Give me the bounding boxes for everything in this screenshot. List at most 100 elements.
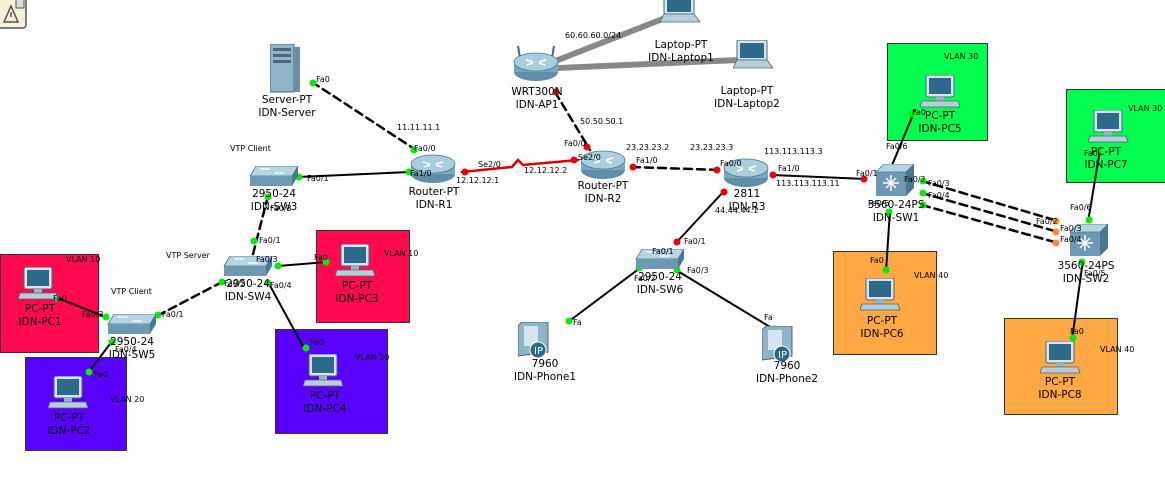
switch-icon[interactable] bbox=[106, 314, 158, 336]
ip-label-r2-r3: 23.23.23.2 bbox=[626, 143, 670, 152]
port-label-msw1-r2: Fa0/2 bbox=[904, 175, 926, 184]
zone-label-vlan30-b: VLAN 30 bbox=[1128, 104, 1163, 113]
ip-label-r3-r2: 23.23.23.3 bbox=[690, 143, 734, 152]
device-name-pc5: IDN-PC5 bbox=[918, 123, 962, 135]
link-sw3-r1 bbox=[297, 171, 411, 178]
device-type-server: Server-PT bbox=[261, 94, 313, 106]
device-name-pc4: IDN-PC4 bbox=[303, 403, 347, 415]
device-type-msw1: 3560-24PS bbox=[867, 199, 925, 211]
vtp-label-sw5: VTP Client bbox=[111, 287, 152, 296]
link-r3-sw6 bbox=[674, 189, 726, 245]
link-server-r1 bbox=[310, 80, 418, 152]
port-label-phone1: Fa bbox=[573, 318, 582, 327]
port-label-pc1: Fa0 bbox=[53, 294, 67, 303]
port-label-phone2: Fa bbox=[764, 313, 773, 322]
zone-label-vlan20-mid: VLAN 20 bbox=[355, 353, 390, 362]
port-label-msw2-l3: Fa0/3 bbox=[1060, 224, 1082, 233]
device-name-laptop1: IDN-Laptop1 bbox=[648, 52, 714, 64]
port-label-pc8: Fa0 bbox=[1070, 327, 1084, 336]
note-icon[interactable] bbox=[0, 0, 28, 30]
device-name-pc7: IDN-PC7 bbox=[1084, 159, 1128, 171]
device-name-sw6: IDN-SW6 bbox=[636, 284, 684, 296]
ip-label-r2-r1: 12.12.12.2 bbox=[524, 166, 568, 175]
device-name-phone2: IDN-Phone2 bbox=[755, 373, 819, 385]
pc-icon[interactable] bbox=[48, 376, 90, 410]
ip-label-r3-sw1b: 113.113.113.11 bbox=[776, 179, 840, 188]
pc-icon[interactable] bbox=[1040, 341, 1082, 375]
zone-label-vlan30-a: VLAN 30 bbox=[944, 52, 979, 61]
device-name-sw5: IDN-SW5 bbox=[108, 349, 156, 361]
laptop-icon[interactable] bbox=[733, 40, 775, 70]
port-label-pc5: Fa0 bbox=[912, 108, 926, 117]
device-name-pc8: IDN-PC8 bbox=[1038, 389, 1082, 401]
port-label-sw4-up: Fa0/1 bbox=[259, 236, 281, 245]
device-name-pc3: IDN-PC3 bbox=[335, 293, 379, 305]
port-label-r3-left: Fa0/0 bbox=[720, 159, 742, 168]
device-type-r2: Router-PT bbox=[577, 180, 629, 192]
laptop-icon[interactable] bbox=[660, 0, 702, 24]
link-r2-r3 bbox=[630, 165, 722, 172]
ip-phone-icon[interactable] bbox=[518, 322, 550, 358]
device-name-msw1: IDN-SW1 bbox=[872, 212, 920, 224]
device-type-r1: Router-PT bbox=[408, 186, 460, 198]
device-type-sw4: 2950-24 bbox=[226, 278, 270, 290]
link-ap-r2 bbox=[553, 90, 592, 152]
device-name-r3: IDN-R3 bbox=[728, 201, 766, 213]
ip-label-wifi: 60.60.60.0/24 bbox=[565, 31, 622, 40]
port-label-msw2-l4: Fa0/4 bbox=[1060, 235, 1082, 244]
device-type-msw2: 3560-24PS bbox=[1057, 260, 1115, 272]
device-type-pc1: PC-PT bbox=[24, 303, 56, 315]
port-label-sw5-down: Fa0/4 bbox=[115, 345, 137, 354]
pc-icon[interactable] bbox=[335, 244, 377, 278]
device-type-pc2: PC-PT bbox=[53, 412, 85, 424]
wireless-router-icon[interactable] bbox=[512, 46, 562, 84]
ip-label-r3-sw6: 44.44.44.1 bbox=[715, 206, 759, 215]
device-type-laptop1: Laptop-PT bbox=[654, 39, 708, 51]
device-type-sw5: 2950-24 bbox=[110, 336, 154, 348]
device-name-phone1: IDN-Phone1 bbox=[513, 371, 577, 383]
link-sw4-sw5 bbox=[155, 280, 224, 318]
device-type-sw3: 2950-24 bbox=[252, 188, 296, 200]
ip-phone-icon[interactable] bbox=[762, 326, 794, 362]
zone-label-vlan20-left: VLAN 20 bbox=[110, 395, 145, 404]
link-sw5-pc2 bbox=[87, 339, 114, 374]
device-name-pc1: IDN-PC1 bbox=[18, 316, 62, 328]
device-name-pc2: IDN-PC2 bbox=[47, 425, 91, 437]
device-name-pc6: IDN-PC6 bbox=[860, 328, 904, 340]
serial-link-r1-r2 bbox=[460, 158, 580, 174]
port-label-msw1-left: Fa0/1 bbox=[856, 169, 878, 178]
link-sw5-pc1 bbox=[54, 296, 109, 319]
port-label-msw1-r3: Fa0/3 bbox=[928, 179, 950, 188]
vtp-label-sw4: VTP Server bbox=[166, 251, 210, 260]
device-type-pc3: PC-PT bbox=[341, 280, 373, 292]
port-label-r3-right: Fa1/0 bbox=[778, 164, 800, 173]
port-label-msw1-down: Fa0/5 bbox=[868, 199, 890, 208]
pc-icon[interactable] bbox=[860, 278, 902, 312]
port-label-sw6-up: Fa0/1 bbox=[652, 247, 674, 256]
ip-label-r1-r2: 12.12.12.1 bbox=[456, 176, 500, 185]
port-label-msw1-top: Fa0/6 bbox=[886, 142, 908, 151]
pc-icon[interactable] bbox=[920, 75, 962, 109]
device-name-sw4: IDN-SW4 bbox=[224, 291, 272, 303]
device-name-sw3: IDN-SW3 bbox=[250, 201, 298, 213]
pc-icon[interactable] bbox=[303, 354, 345, 388]
server-icon[interactable] bbox=[270, 44, 302, 94]
ip-label-r3-sw1a: 113.113.113.3 bbox=[764, 147, 823, 156]
zone-label-vlan10-mid: VLAN 10 bbox=[384, 249, 419, 258]
port-label-sw5-right: Fa0/1 bbox=[162, 310, 184, 319]
port-label-msw2-l2: Fa0/2 bbox=[1036, 217, 1058, 226]
device-type-phone1: 7960 bbox=[531, 358, 559, 370]
port-label-r2-left: Se2/0 bbox=[578, 153, 601, 162]
port-label-msw2-top: Fa0/6 bbox=[1070, 203, 1092, 212]
port-label-pc2: Fa0 bbox=[94, 370, 108, 379]
pc-icon[interactable] bbox=[1088, 110, 1130, 144]
device-type-pc8: PC-PT bbox=[1044, 376, 1076, 388]
switch-icon[interactable] bbox=[248, 166, 300, 188]
zone-label-vlan40-a: VLAN 40 bbox=[914, 271, 949, 280]
device-name-r2: IDN-R2 bbox=[584, 193, 622, 205]
link-sw1-pc5 bbox=[889, 109, 916, 171]
port-label-r1-left: Fa1/0 bbox=[410, 169, 432, 178]
device-type-r3: 2811 bbox=[733, 188, 761, 200]
